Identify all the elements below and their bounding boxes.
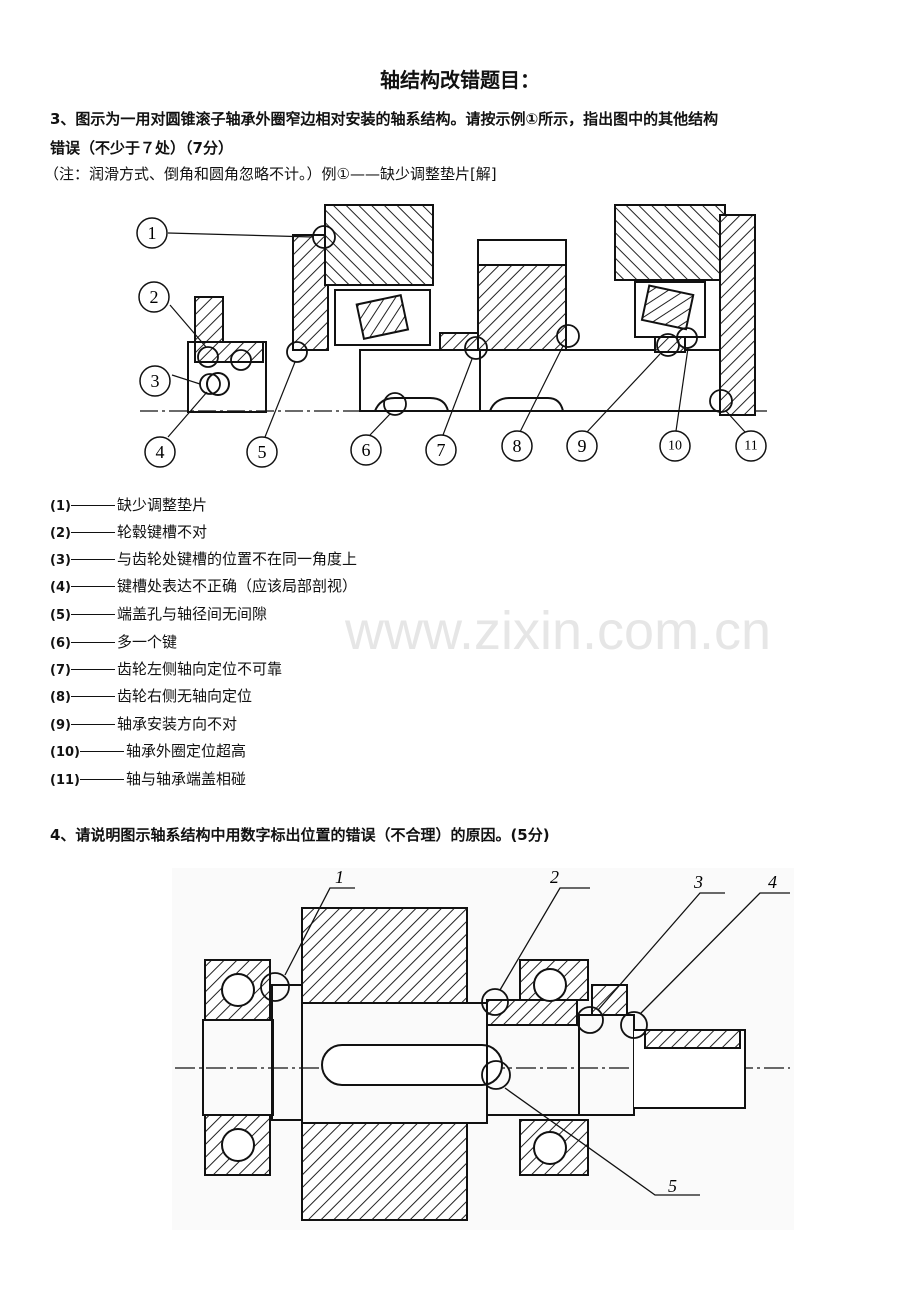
answer-item: (8) 齿轮右侧无轴向定位 [50,685,252,706]
answer-item: (2) 轮毂键槽不对 [50,521,207,542]
diagram1-label-5: 5 [258,442,267,462]
answer-item: (1) 缺少调整垫片 [50,494,207,515]
answer-text: 齿轮右侧无轴向定位 [116,687,252,705]
answer-text: 缺少调整垫片 [116,496,207,514]
answer-text: 轴承安装方向不对 [116,715,237,733]
diagram1-label-6: 6 [362,440,371,460]
answer-number: (5) [50,608,71,623]
answer-number: (8) [50,690,71,705]
answer-item: (10) 轴承外圈定位超高 [50,740,246,761]
answer-number: (2) [50,526,71,541]
answer-item: (11) 轴与轴承端盖相碰 [50,768,246,789]
answer-item: (4) 键槽处表达不正确（应该局部剖视） [50,575,357,596]
answer-item: (3) 与齿轮处键槽的位置不在同一角度上 [50,548,357,569]
page-title: 轴结构改错题目： [380,68,540,92]
diagram1-label-10: 10 [668,439,682,454]
answer-text: 端盖孔与轴径间无间隙 [116,605,267,623]
answer-text: 轴与轴承端盖相碰 [125,770,246,788]
answer-item: (5) 端盖孔与轴径间无间隙 [50,603,267,624]
answer-number: (10) [50,745,80,760]
answer-text: 轴承外圈定位超高 [125,742,246,760]
diagram1-label-11: 11 [744,439,757,454]
answer-text: 轮毂键槽不对 [116,523,207,541]
answer-item: (6) 多一个键 [50,631,177,652]
question-4: 4、请说明图示轴系结构中用数字标出位置的错误（不合理）的原因。(5分) [50,826,550,844]
shaft-diagram-2 [172,868,794,1230]
answer-number: (4) [50,580,71,595]
diagram2-label-2: 2 [550,867,559,887]
answer-number: (11) [50,773,80,788]
answer-text: 与齿轮处键槽的位置不在同一角度上 [116,550,357,568]
diagram1-label-2: 2 [150,287,159,307]
answer-text: 键槽处表达不正确（应该局部剖视） [116,577,357,595]
watermark: www.zixin.com.cn [345,601,772,661]
diagram1-label-9: 9 [578,436,587,456]
answer-text: 齿轮左侧轴向定位不可靠 [116,660,282,678]
answer-number: (3) [50,553,71,568]
diagram2-label-3: 3 [693,872,703,892]
diagram2-label-1: 1 [335,867,344,887]
diagram1-label-8: 8 [513,436,522,456]
diagram2-label-4: 4 [768,872,777,892]
answer-number: (9) [50,718,71,733]
diagram1-label-7: 7 [437,440,446,460]
question-3-note: （注：润滑方式、倒角和圆角忽略不计。）例①——缺少调整垫片[解] [44,165,497,183]
question-3-line-1: 3、图示为一用对圆锥滚子轴承外圈窄边相对安装的轴系结构。请按示例①所示，指出图中… [50,110,719,128]
answer-number: (7) [50,663,71,678]
diagram2-label-5: 5 [668,1176,677,1196]
answer-text: 多一个键 [116,633,177,651]
answer-number: (1) [50,499,71,514]
answer-number: (6) [50,636,71,651]
answer-item: (7) 齿轮左侧轴向定位不可靠 [50,658,282,679]
diagram1-label-4: 4 [156,442,165,462]
question-3-line-2: 错误（不少于７处）（7分） [50,139,233,157]
answer-item: (9) 轴承安装方向不对 [50,713,237,734]
diagram1-label-3: 3 [151,371,160,391]
diagram1-label-1: 1 [148,223,157,243]
